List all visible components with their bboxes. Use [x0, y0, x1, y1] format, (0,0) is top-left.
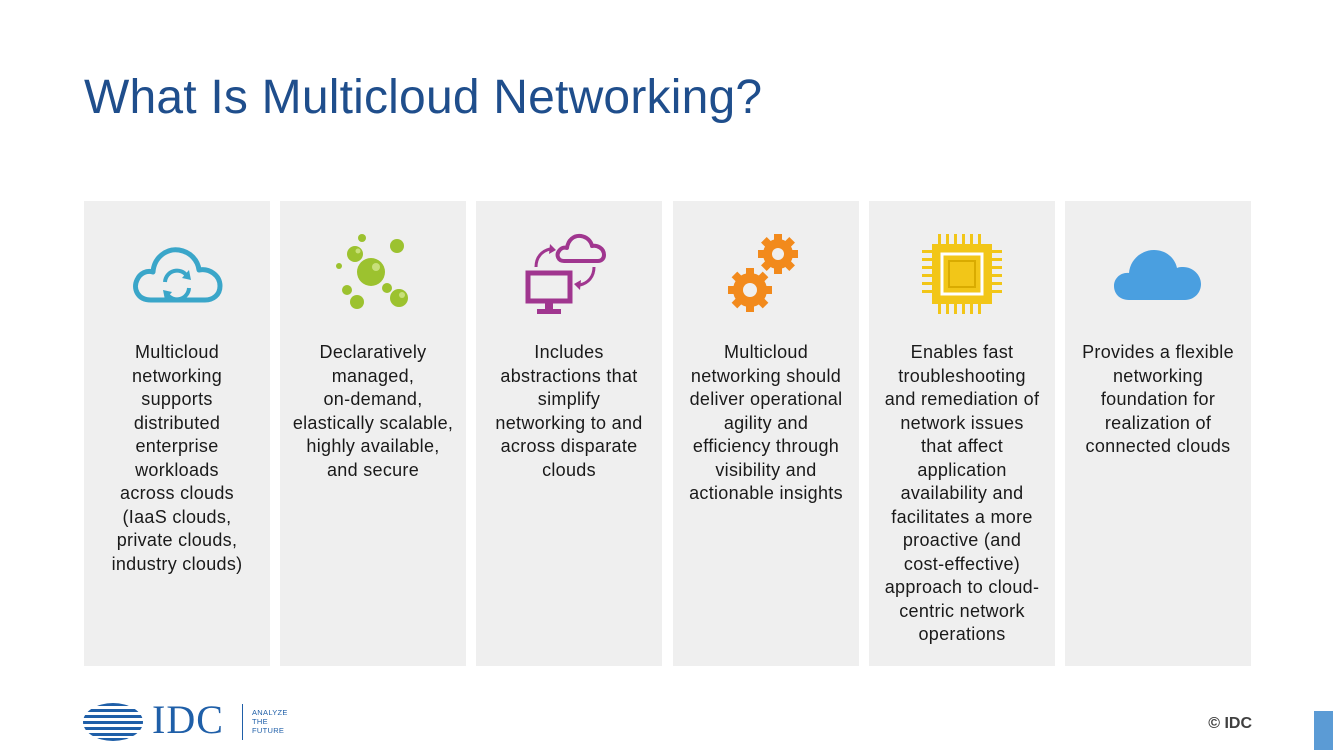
card-text: Multicloud networking should deliver ope…	[689, 342, 843, 503]
monitor-cloud-icon	[476, 229, 662, 319]
bubbles-icon	[280, 229, 466, 319]
card-text: Declaratively managed, on-demand, elasti…	[292, 342, 454, 480]
idc-logo: IDC ANALYZE THE FUTURE	[82, 697, 312, 744]
card-declarative-management: Declaratively managed, on-demand, elasti…	[280, 201, 466, 666]
card-abstractions: Includes abstractions that simplify netw…	[476, 201, 662, 666]
chip-icon	[869, 229, 1055, 319]
copyright-notice: © IDC	[1208, 715, 1252, 732]
card-text: Enables fast troubleshooting and remedia…	[884, 342, 1040, 644]
slide-title: What Is Multicloud Networking?	[84, 71, 763, 124]
card-operational-agility: Multicloud networking should deliver ope…	[673, 201, 859, 666]
card-troubleshooting: Enables fast troubleshooting and remedia…	[869, 201, 1055, 666]
cloud-sync-icon	[84, 229, 270, 319]
globe-icon	[83, 703, 143, 741]
logo-tagline: ANALYZE THE FUTURE	[252, 708, 288, 735]
card-distributed-workloads: Multicloud networking supports distribut…	[84, 201, 270, 666]
card-text: Includes abstractions that simplify netw…	[495, 342, 643, 480]
card-text: Multicloud networking supports distribut…	[111, 342, 243, 574]
card-flexible-foundation: Provides a flexible networking foundatio…	[1065, 201, 1251, 666]
corner-tab	[1314, 711, 1333, 750]
gears-icon	[673, 229, 859, 319]
logo-wordmark: IDC	[152, 697, 224, 742]
feature-cards: Multicloud networking supports distribut…	[84, 201, 1252, 666]
logo-separator	[242, 704, 243, 740]
card-text: Provides a flexible networking foundatio…	[1082, 342, 1234, 456]
cloud-icon	[1065, 229, 1251, 319]
